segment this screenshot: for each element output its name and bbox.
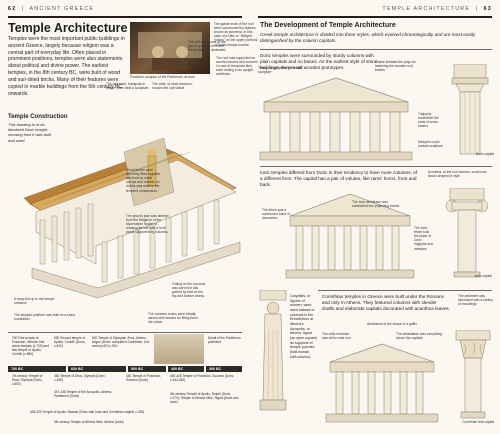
label-corinthian-capital: Corinthian leaf capital xyxy=(462,420,494,424)
label-ionic-architrave: The Ionic architrave was subdivided into… xyxy=(352,200,400,209)
right-page-number: 63 xyxy=(483,6,492,12)
timeline-entry-10: 440-426 Temple of Poseidon, Sounion (Dor… xyxy=(170,374,235,382)
callout-stone-blocks: Stone blocks were smoothly fitted togeth… xyxy=(126,168,161,193)
timeline-entry-4: Detail of the Parthenon pediment xyxy=(208,336,241,344)
timeline-entry-5: 7th century Temple of Hera, Olympia (Dor… xyxy=(12,374,43,386)
label-guttae: Guttae imitated the pegs for fastening t… xyxy=(375,60,416,73)
label-entablature: The entablature was everything above the… xyxy=(396,332,443,341)
timeline-entry-3: 520 Temple of Olympian Zeus, Athens, beg… xyxy=(92,336,150,348)
corinthian-column-illustration xyxy=(455,330,491,419)
callout-pediment: The pediment, triangular in shape, often… xyxy=(106,82,150,91)
photo-caption: Poseidon, sculptor of the Parthenon, at … xyxy=(130,75,195,79)
label-metopes: Metopes could contain sculpture xyxy=(418,140,443,149)
ionic-temple-illustration xyxy=(285,193,415,279)
left-header-rule xyxy=(8,16,242,18)
caryatids-description: Caryatids, or figures of women, were use… xyxy=(290,294,318,359)
development-title: The Development of Temple Architecture xyxy=(260,22,396,29)
left-section-title: ANCIENT GREECE xyxy=(29,6,95,12)
timeline-entry-7: 447-438 Temple of the Acropolis, Athens:… xyxy=(54,390,112,398)
photo-illustration xyxy=(138,32,202,70)
ionic-column-illustration xyxy=(445,188,489,278)
timeline-entry-9: 4th century Temple of Athena Nike, Athen… xyxy=(54,420,124,424)
label-ionic-capital: Ionic capital xyxy=(474,274,492,278)
doric-description: Doric temples were surrounded by sturdy … xyxy=(260,53,378,71)
callout-drums: The columns drums were initially carved … xyxy=(148,312,198,325)
timeline-entry-8: 440 Temple of Poseidon, Sounion (Doric) xyxy=(126,374,162,382)
timeline-band-600: 600 BC xyxy=(68,366,126,372)
right-section-title: TEMPLE ARCHITECTURE xyxy=(382,6,471,12)
caryatid-illustration xyxy=(259,290,287,411)
page-title: Temple Architecture xyxy=(8,21,128,35)
callout-fluting: Fluting on the columns was carved in sit… xyxy=(172,282,206,299)
timeline-band-700: 700 BC xyxy=(8,366,66,372)
doric-temple-illustration xyxy=(259,77,413,161)
ionic-rule xyxy=(260,166,492,167)
doric-column-illustration xyxy=(451,64,489,155)
label-acroteria: Acroteria, at the roof corners, could lo… xyxy=(428,170,487,179)
left-page-number: 62 xyxy=(8,6,17,12)
development-intro: Greek temple architecture is divided int… xyxy=(260,32,476,44)
timeline-entry-6: 460 Temple of Zeus, Olympia (Doric, c.45… xyxy=(54,374,106,382)
label-triangular-pediment: Triangular pediment filled with sculptur… xyxy=(258,66,302,75)
sculptor-photo xyxy=(130,22,210,74)
corinthian-rule xyxy=(318,290,492,291)
temple-cutaway-illustration xyxy=(23,137,241,299)
timeline-entry-12: 445-420 Temple of Apollo, Bassae (Doric … xyxy=(30,410,145,414)
intro-paragraph: Temples were the most important public b… xyxy=(8,36,125,97)
callout-guttae: The guttae ends of the roof were surmoun… xyxy=(214,22,258,47)
callout-ground-plan: The ground plan was derived from the Meg… xyxy=(126,214,169,235)
label-triglyphs: Triglyphs resembled the ends of cross-be… xyxy=(418,112,439,129)
right-intro-rule xyxy=(260,49,492,50)
callout-ramp: A ramp led up to the temple entrance xyxy=(14,297,55,306)
callout-cella: The cella, or inner sanctum, housed the … xyxy=(152,82,193,91)
label-pediment: The pediment was decorated with a variet… xyxy=(458,294,493,307)
label-frieze: The frieze was a continuous band of deco… xyxy=(262,208,290,221)
label-doric-capital: Doric capital xyxy=(475,152,494,156)
label-abutments: Abutments in the shape of a griffin xyxy=(367,322,417,326)
timeline-entry-1: 700 First temple of Poseidon, Isthmia: f… xyxy=(12,336,49,356)
label-cella-entrance: The cella entrance was at the east end xyxy=(322,332,351,341)
callout-cult-statue: The cult statue was of the god or goddes… xyxy=(188,40,226,53)
corinthian-description: Corinthian temples in Greece were built … xyxy=(322,294,450,312)
corinthian-temple-illustration xyxy=(325,343,439,423)
right-running-head: TEMPLE ARCHITECTURE | 63 xyxy=(382,6,492,12)
timeline-band-300: 300 BC xyxy=(206,366,242,372)
left-running-head: 62 | ANCIENT GREECE xyxy=(8,6,95,12)
construction-text: This drawing is of an idealized Doric te… xyxy=(8,122,51,143)
timeline-band-400: 400 BC xyxy=(168,366,204,372)
timeline-entry-11: 4th century Temple of Apollo, Delphi (Do… xyxy=(170,392,239,404)
timeline-entry-2: 530 Second temple of Apollo, Corinth (Do… xyxy=(54,336,86,348)
timeline-band-500: 500 BC xyxy=(128,366,166,372)
ionic-description: Ionic temples differed from Doric in the… xyxy=(260,170,418,188)
right-header-rule xyxy=(258,16,492,18)
timeline-top-rule xyxy=(8,332,242,333)
label-ionic-frieze: The Ionic frieze took the place of Doric… xyxy=(414,226,433,251)
construction-title: Temple Construction xyxy=(8,114,68,120)
callout-roof: The roof was supported on wooden beams a… xyxy=(216,56,258,77)
callout-stepped-platform: The stepped platform was built on a ston… xyxy=(14,313,76,322)
pediment-detail-image xyxy=(154,334,204,364)
